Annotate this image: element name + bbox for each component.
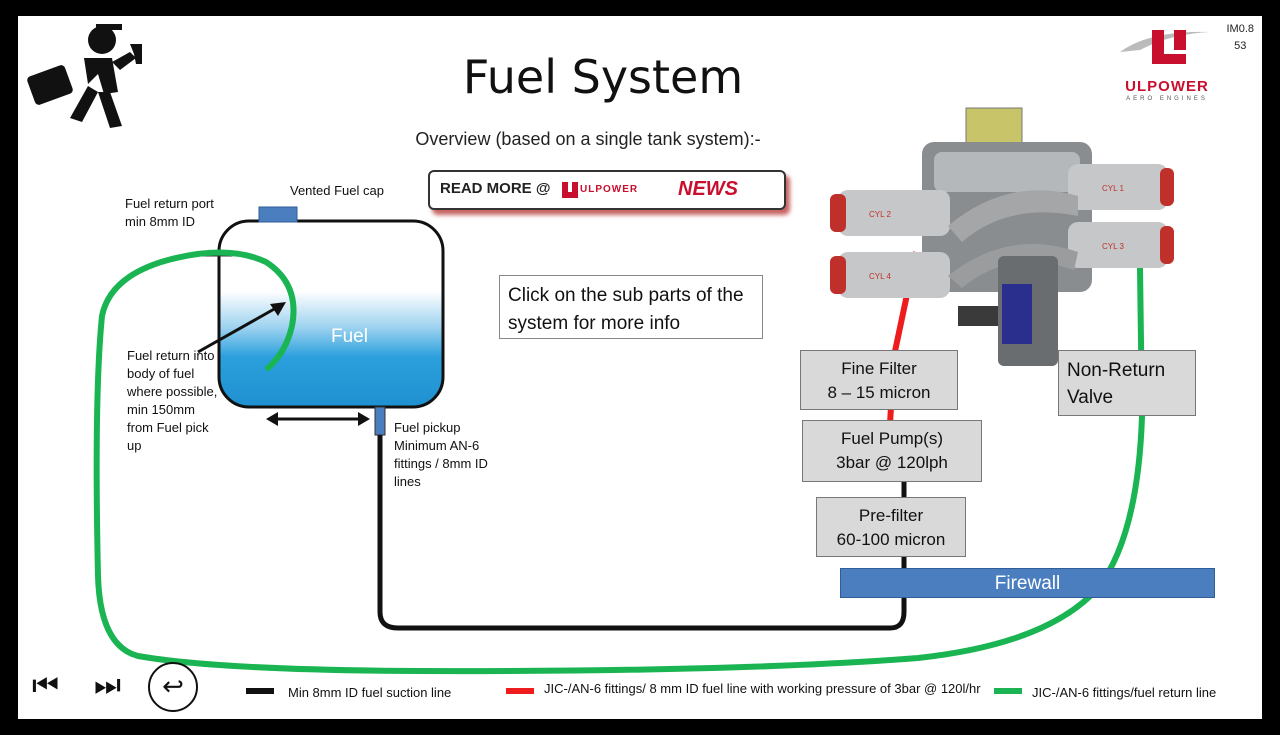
return-port-label: Fuel return port min 8mm ID bbox=[125, 196, 214, 229]
mechanic-icon bbox=[27, 24, 142, 128]
pre-filter-title: Pre-filter bbox=[858, 506, 924, 525]
fuel-pickup[interactable] bbox=[374, 406, 386, 436]
fine-filter-spec: 8 – 15 micron bbox=[827, 383, 931, 402]
read-more-news: NEWS bbox=[678, 178, 738, 200]
fuel-pump-box[interactable]: Fuel Pump(s) 3bar @ 120lph bbox=[802, 420, 982, 482]
distance-arrow bbox=[266, 412, 370, 426]
read-more-banner[interactable]: READ MORE @ ULPOWER NEWS bbox=[428, 170, 786, 210]
cyl-label: CYL 2 bbox=[869, 210, 891, 219]
fuel-tank[interactable] bbox=[217, 219, 445, 411]
vented-cap-label: Vented Fuel cap bbox=[290, 183, 384, 198]
legend-suction-label: Min 8mm ID fuel suction line bbox=[288, 685, 452, 700]
return-pointer-arrow bbox=[197, 302, 286, 354]
page-number: 53 bbox=[1234, 40, 1247, 52]
fuel-label: Fuel bbox=[331, 326, 368, 347]
fuel-pump-spec: 3bar @ 120lph bbox=[836, 453, 948, 472]
non-return-subtitle: Valve bbox=[1067, 387, 1114, 408]
non-return-title: Non-Return bbox=[1067, 360, 1166, 381]
pickup-label: Fuel pickup Minimum AN-6 fittings / 8mm … bbox=[394, 420, 488, 489]
vented-fuel-cap[interactable] bbox=[258, 206, 298, 223]
non-return-valve-box[interactable]: Non-Return Valve bbox=[1058, 350, 1196, 416]
suction-line[interactable] bbox=[377, 435, 907, 631]
engine-image[interactable]: CYL 2 CYL 4 CYL 1 CYL 3 bbox=[830, 107, 1174, 366]
logo-tagline: AERO ENGINES bbox=[1126, 96, 1208, 102]
legend-return-label: JIC-/AN-6 fittings/fuel return line bbox=[1032, 685, 1217, 700]
ulpower-mark-icon bbox=[562, 182, 578, 198]
cyl-label: CYL 3 bbox=[1102, 242, 1124, 251]
cyl-label: CYL 1 bbox=[1102, 184, 1124, 193]
return-line[interactable] bbox=[93, 249, 1146, 675]
first-page-button[interactable]: ⏮ bbox=[32, 669, 59, 702]
slide: Fuel System Overview (based on a single … bbox=[18, 16, 1262, 719]
logo-text: ULPOWER bbox=[1125, 78, 1209, 95]
page-subtitle: Overview (based on a single tank system)… bbox=[415, 129, 761, 149]
fuel-pump-title: Fuel Pump(s) bbox=[840, 429, 944, 448]
firewall-bar[interactable]: Firewall bbox=[840, 568, 1215, 598]
read-more-brand: ULPOWER bbox=[580, 184, 639, 195]
legend-pressure-label: JIC-/AN-6 fittings/ 8 mm ID fuel line wi… bbox=[544, 681, 981, 696]
pre-filter-box[interactable]: Pre-filter 60-100 micron bbox=[816, 497, 966, 557]
next-page-button[interactable]: ⏭ bbox=[94, 669, 121, 702]
ulpower-logo: ULPOWER AERO ENGINES bbox=[1110, 24, 1224, 104]
page-code-id: IM0.8 bbox=[1226, 23, 1254, 35]
return-into-label: Fuel return into body of fuel where poss… bbox=[127, 348, 218, 453]
cyl-label: CYL 4 bbox=[869, 272, 891, 281]
page-code: IM0.8 53 bbox=[1226, 21, 1254, 55]
read-more-label: READ MORE @ bbox=[440, 180, 551, 197]
instruction-box: Click on the sub parts of the system for… bbox=[499, 275, 763, 339]
fine-filter-title: Fine Filter bbox=[841, 359, 917, 378]
fuel-diagram: CYL 2 CYL 4 CYL 1 CYL 3 bbox=[93, 107, 1174, 694]
fine-filter-box[interactable]: Fine Filter 8 – 15 micron bbox=[800, 350, 958, 410]
pre-filter-spec: 60-100 micron bbox=[836, 530, 946, 549]
back-button[interactable]: ↩ bbox=[148, 662, 198, 712]
page-title: Fuel System bbox=[462, 50, 744, 104]
